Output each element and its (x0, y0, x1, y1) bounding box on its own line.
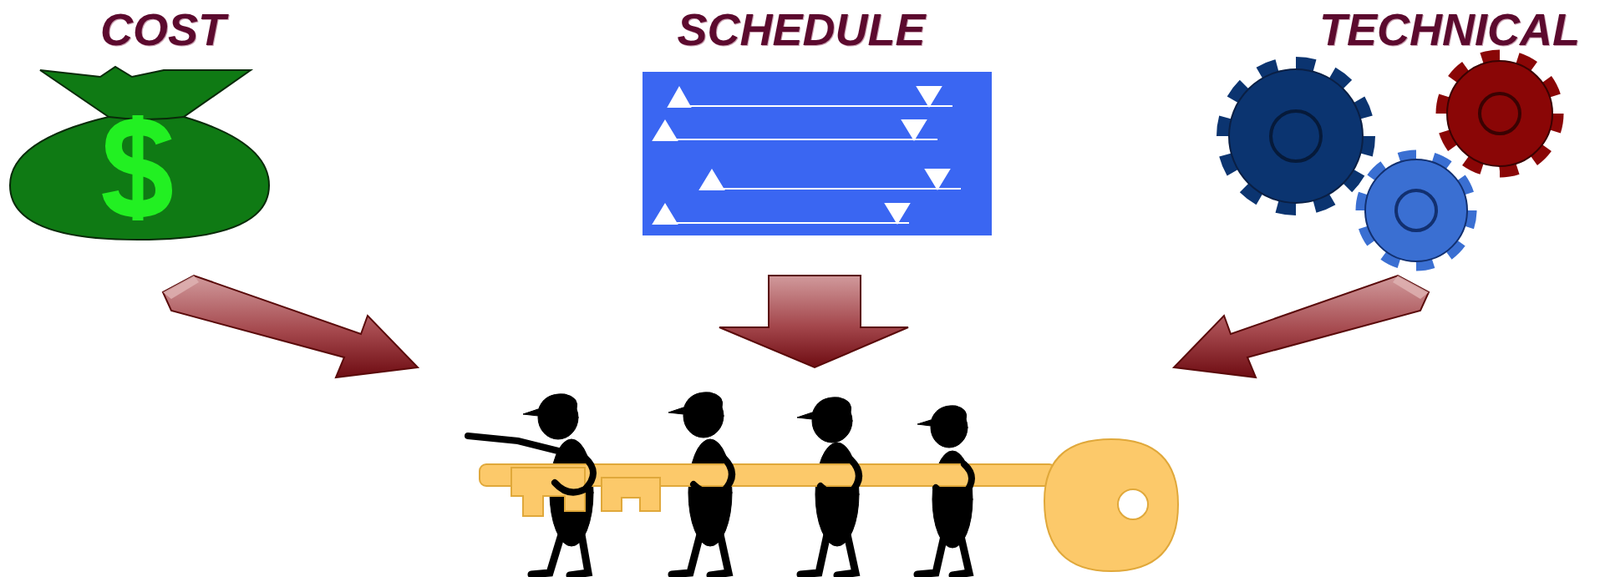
gear (1442, 55, 1558, 172)
gear (1361, 155, 1472, 266)
category-label: TECHNICAL (1319, 5, 1580, 55)
dollar-symbol (110, 115, 164, 221)
block-arrow (1173, 275, 1429, 378)
money-bag-icon (10, 66, 270, 240)
schedule-chart-icon (642, 71, 992, 236)
category-label: SCHEDULE (676, 5, 925, 55)
gear (1224, 64, 1368, 209)
category-label: COST (100, 5, 226, 55)
gears-icon (1224, 55, 1558, 266)
key (479, 439, 1179, 572)
block-arrow (719, 275, 909, 368)
block-arrow (162, 275, 418, 378)
team-with-key (467, 392, 1179, 576)
